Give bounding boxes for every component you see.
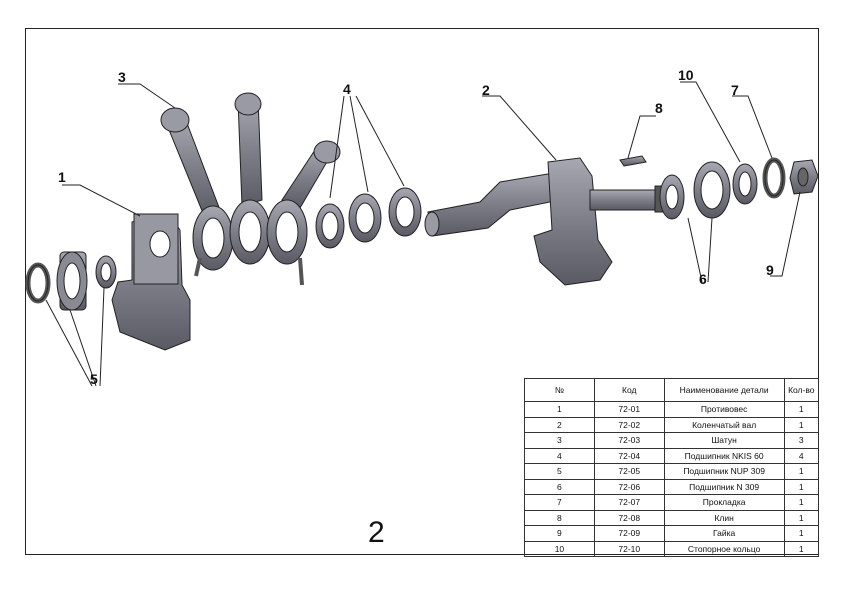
callout-9: 9	[766, 262, 774, 278]
bom-cell-name: Противовес	[663, 401, 785, 418]
part-10-retaining-ring	[732, 163, 758, 205]
bom-cell-code: 72-05	[593, 463, 665, 480]
callout-3: 3	[118, 69, 126, 85]
part-4-needle-bearings	[315, 187, 422, 249]
part-9-nut	[789, 159, 819, 195]
leader-lines	[45, 81, 801, 387]
bom-header-row: № Код Наименование детали Кол-во	[524, 378, 820, 402]
bom-header-qty: Кол-во	[783, 378, 820, 402]
bom-cell-number: 5	[524, 463, 595, 480]
part-7-gasket	[762, 157, 786, 199]
callout-10: 10	[678, 67, 694, 83]
bom-cell-name: Коленчатый вал	[663, 416, 785, 433]
bom-cell-code: 72-06	[593, 478, 665, 495]
callout-labels: 1 2 3 4 5 6 7 8 9 10	[58, 67, 774, 387]
bom-cell-name: Клин	[663, 509, 785, 526]
part-3-connecting-rods	[160, 92, 341, 286]
bom-header-name: Наименование детали	[663, 378, 785, 402]
bom-cell-code: 72-03	[593, 432, 665, 449]
part-5-assembly	[25, 251, 117, 311]
bom-cell-qty: 1	[783, 525, 820, 542]
bom-cell-name: Стопорное кольцо	[663, 540, 785, 557]
bom-cell-qty: 1	[783, 509, 820, 526]
bom-cell-code: 72-08	[593, 509, 665, 526]
bom-cell-qty: 4	[783, 447, 820, 464]
bom-cell-qty: 1	[783, 478, 820, 495]
callout-8: 8	[655, 100, 663, 116]
bom-cell-number: 4	[524, 447, 595, 464]
part-8-key	[619, 155, 647, 167]
bom-cell-qty: 3	[783, 432, 820, 449]
callout-6: 6	[699, 271, 707, 287]
bom-cell-number: 6	[524, 478, 595, 495]
part-2-crankshaft	[424, 157, 666, 286]
part-6-bearings	[659, 161, 731, 220]
callout-2: 2	[482, 82, 490, 98]
callout-7: 7	[731, 82, 739, 98]
bom-cell-number: 2	[524, 416, 595, 433]
bom-cell-name: Подшипник N 309	[663, 478, 785, 495]
bom-cell-number: 10	[524, 540, 595, 557]
bom-cell-qty: 1	[783, 540, 820, 557]
bom-header-code: Код	[593, 378, 665, 402]
bom-cell-name: Прокладка	[663, 494, 785, 511]
bom-cell-code: 72-01	[593, 401, 665, 418]
callout-5: 5	[90, 371, 98, 387]
bom-cell-qty: 1	[783, 463, 820, 480]
bom-cell-qty: 1	[783, 401, 820, 418]
bom-cell-number: 1	[524, 401, 595, 418]
bom-header-number: №	[524, 378, 595, 402]
bom-cell-number: 9	[524, 525, 595, 542]
sheet-frame	[25, 28, 819, 555]
bom-cell-code: 72-10	[593, 540, 665, 557]
bom-cell-code: 72-04	[593, 447, 665, 464]
bom-cell-number: 7	[524, 494, 595, 511]
part-1-counterweight	[111, 213, 191, 351]
bom-cell-number: 3	[524, 432, 595, 449]
callout-1: 1	[58, 169, 66, 185]
bom-cell-number: 8	[524, 509, 595, 526]
bom-cell-code: 72-02	[593, 416, 665, 433]
callout-4: 4	[343, 81, 351, 97]
bom-cell-name: Шатун	[663, 432, 785, 449]
bom-cell-qty: 1	[783, 494, 820, 511]
bom-cell-name: Гайка	[663, 525, 785, 542]
bom-cell-code: 72-07	[593, 494, 665, 511]
sheet-number: 2	[368, 516, 385, 549]
bom-cell-name: Подшипник NUP 309	[663, 463, 785, 480]
bom-cell-name: Подшипник NKIS 60	[663, 447, 785, 464]
bom-cell-code: 72-09	[593, 525, 665, 542]
bom-cell-qty: 1	[783, 416, 820, 433]
